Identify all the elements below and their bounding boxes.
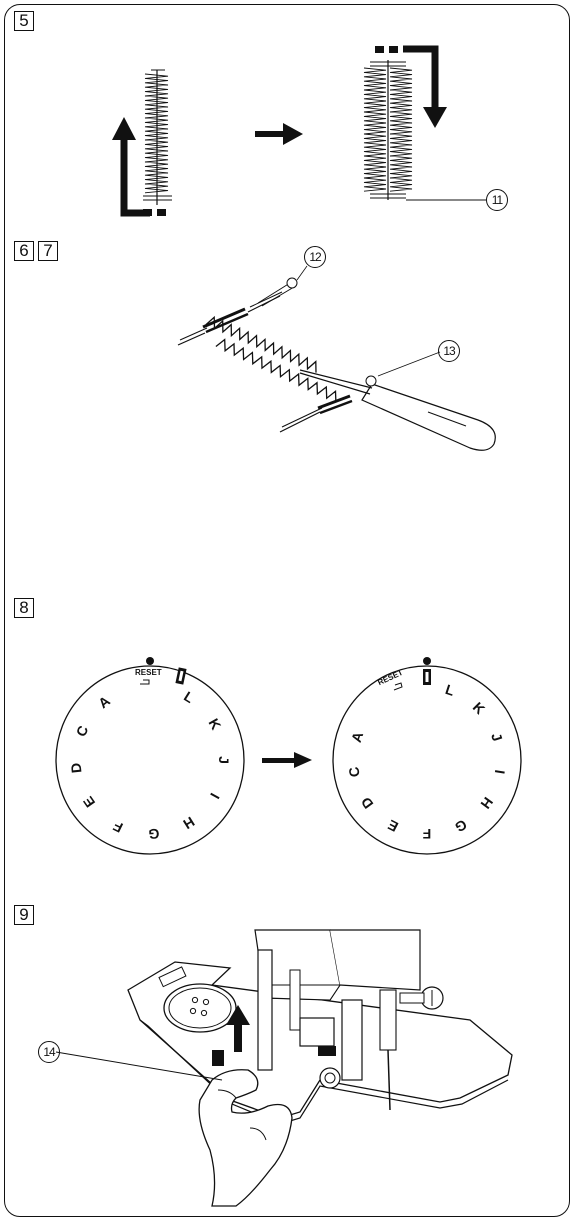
buttonhole-partial-illustration — [112, 69, 172, 217]
step-6-label: 6 — [14, 241, 34, 261]
callout-13: 13 — [438, 340, 460, 362]
step-5-label: 5 — [14, 11, 34, 31]
callout-14-leader — [55, 1051, 223, 1081]
dial-before — [55, 657, 245, 855]
right-arrow-icon — [255, 123, 303, 145]
dial-after — [332, 657, 522, 855]
reset-arrow-icon — [393, 682, 403, 691]
buttonhole-complete-illustration — [363, 45, 486, 201]
step-7-label: 7 — [38, 241, 58, 261]
step-8-label: 8 — [14, 598, 34, 618]
stitched-fabric-illustration — [177, 265, 353, 433]
callout-11: 11 — [486, 189, 508, 211]
figure-step-5-buttonhole-stitching — [112, 45, 486, 217]
hand-illustration — [198, 1069, 293, 1207]
buttonhole-symbol-icon — [175, 667, 187, 685]
reset-arrow-icon — [140, 679, 150, 685]
seam-ripper-icon — [299, 351, 496, 451]
page-frame — [4, 4, 570, 1217]
buttonhole-foot-illustration — [127, 929, 513, 1125]
figure-step-8-dial — [55, 657, 522, 855]
buttonhole-symbol-icon — [423, 669, 431, 685]
callout-12: 12 — [304, 246, 326, 268]
step-9-label: 9 — [14, 905, 34, 925]
figure-step-6-7-seam-ripper — [177, 265, 496, 451]
callout-14: 14 — [38, 1041, 60, 1063]
dial-before-reset-label: RESET — [135, 668, 162, 677]
dial-selector-markers — [140, 667, 431, 691]
right-arrow-icon-dial — [262, 752, 312, 768]
